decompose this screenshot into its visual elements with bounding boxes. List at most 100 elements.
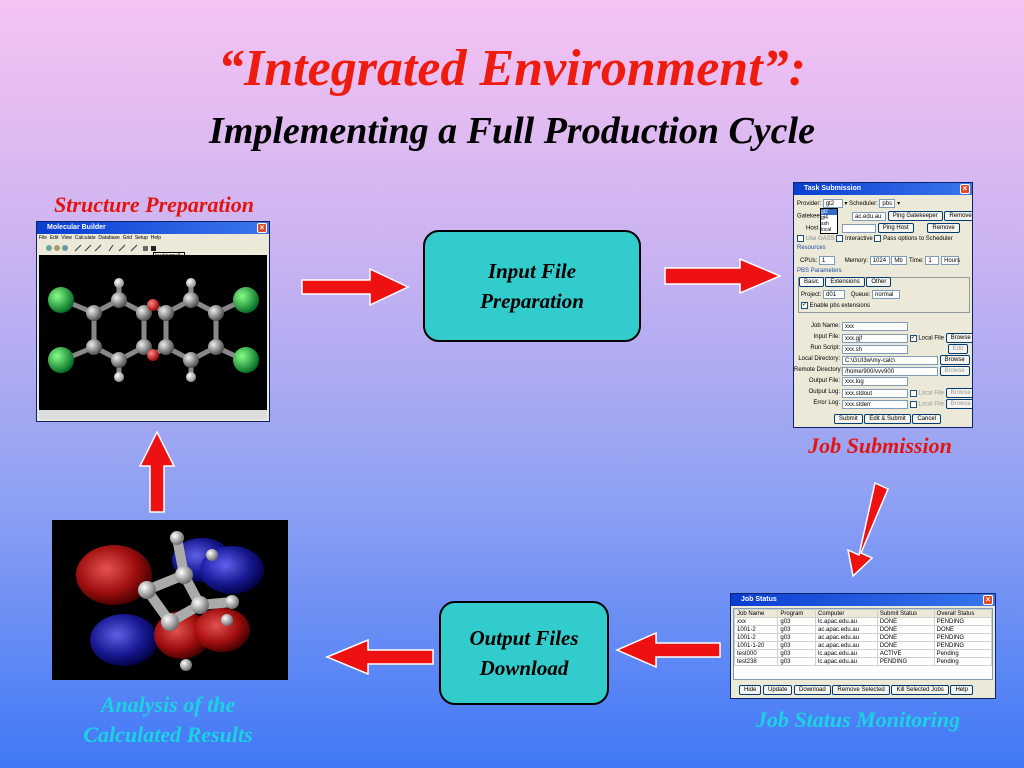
provider-option[interactable]: ssh bbox=[821, 221, 829, 227]
pass-options-checkbox[interactable] bbox=[874, 235, 882, 242]
orbital-render-image bbox=[52, 520, 288, 680]
menu-item[interactable]: View bbox=[61, 235, 72, 241]
provider-option[interactable]: local bbox=[821, 227, 832, 233]
kill-selected-jobs-button[interactable]: Kill Selected Jobs bbox=[891, 685, 949, 695]
tab-basic[interactable]: Basic bbox=[799, 277, 824, 287]
error-log-label: Error Log: bbox=[813, 400, 840, 406]
help-button[interactable]: Help bbox=[950, 685, 973, 695]
output-log-local-checkbox[interactable] bbox=[909, 389, 917, 397]
column-header[interactable]: Computer bbox=[815, 609, 878, 618]
menu-item[interactable]: File bbox=[39, 235, 48, 241]
menu-item[interactable]: Calculate bbox=[74, 235, 96, 241]
toolbar-icons[interactable] bbox=[37, 243, 270, 254]
queue-input[interactable]: normal bbox=[872, 290, 901, 299]
hide-button[interactable]: Hide bbox=[739, 685, 762, 695]
column-header[interactable]: Overall Status bbox=[933, 609, 993, 618]
edit-submit-button[interactable]: Edit & Submit bbox=[864, 414, 911, 424]
molecule-viewport[interactable] bbox=[39, 255, 267, 410]
remote-directory-input[interactable]: /home/900/vvv900 bbox=[842, 366, 938, 376]
molecular-builder-titlebar[interactable]: Molecular Builder × bbox=[37, 222, 269, 234]
output-file-input[interactable]: xxx.log bbox=[842, 377, 908, 386]
ping-host-button[interactable]: Ping Host bbox=[877, 223, 914, 233]
job-status-titlebar[interactable]: Job Status × bbox=[731, 594, 995, 606]
close-icon[interactable]: × bbox=[960, 184, 970, 194]
table-cell: PENDING bbox=[933, 641, 993, 650]
menu-item[interactable]: Help bbox=[150, 235, 161, 241]
job-name-input[interactable]: xxx bbox=[842, 322, 908, 331]
memory-input[interactable]: 1024 bbox=[869, 256, 890, 265]
browse-output-log-button[interactable]: Browse bbox=[945, 388, 972, 398]
provider-option[interactable]: gt2 bbox=[821, 209, 837, 215]
edit-script-button[interactable]: Edit bbox=[947, 344, 969, 354]
project-input[interactable]: d01 bbox=[823, 290, 846, 299]
browse-input-button[interactable]: Browse bbox=[945, 333, 972, 343]
menu-item[interactable]: Edit bbox=[49, 235, 59, 241]
time-input[interactable]: 1 bbox=[925, 256, 940, 265]
interactive-checkbox[interactable] bbox=[836, 235, 844, 242]
provider-select[interactable]: gt2 bbox=[822, 199, 843, 208]
run-script-input[interactable]: xxx.sh bbox=[842, 344, 908, 354]
label-analysis-line1: Analysis of the bbox=[100, 692, 236, 717]
host-input[interactable] bbox=[842, 223, 877, 233]
label-analysis: Analysis of the Calculated Results bbox=[30, 690, 306, 750]
enable-pbs-checkbox[interactable]: ✓ bbox=[801, 302, 808, 309]
error-log-input[interactable]: xxx.stderr bbox=[842, 399, 908, 409]
column-header[interactable]: Submit Status bbox=[876, 609, 935, 618]
arrow-up bbox=[138, 430, 176, 513]
memory-unit-select[interactable]: Mb bbox=[891, 256, 908, 265]
molecular-builder-window: Molecular Builder × File Edit View Calcu… bbox=[36, 221, 270, 422]
chevron-down-icon[interactable]: ▾ bbox=[844, 201, 848, 208]
local-file-checkbox[interactable]: ✓ bbox=[909, 334, 917, 342]
scheduler-select[interactable]: pbs bbox=[879, 199, 896, 208]
gatekeeper-label: Gatekeeper bbox=[797, 213, 829, 220]
input-file-input[interactable]: xxx.gjf bbox=[842, 333, 908, 343]
use-gass-label: Use GASS bbox=[805, 236, 835, 243]
chevron-down-icon[interactable]: ▾ bbox=[897, 201, 901, 208]
cancel-button[interactable]: Cancel bbox=[912, 414, 942, 424]
job-status-table: Job Name Program Computer Submit Status … bbox=[733, 609, 993, 666]
browse-local-dir-button[interactable]: Browse bbox=[939, 355, 970, 365]
menu-item[interactable]: Database bbox=[98, 235, 120, 241]
remove-selected-button[interactable]: Remove Selected bbox=[832, 685, 890, 695]
submit-button[interactable]: Submit bbox=[834, 414, 863, 424]
table-cell: g03 bbox=[777, 617, 817, 626]
remove-host-button[interactable]: Remove bbox=[927, 223, 960, 233]
menu-item[interactable]: Setup bbox=[134, 235, 148, 241]
task-submission-titlebar[interactable]: Task Submission × bbox=[794, 183, 972, 195]
tab-other[interactable]: Other bbox=[866, 277, 892, 287]
use-gass-checkbox[interactable] bbox=[797, 235, 804, 242]
tab-extensions[interactable]: Extensions bbox=[825, 277, 865, 287]
cpus-input[interactable]: 1 bbox=[819, 256, 836, 265]
enable-pbs-label: Enable pbs extensions bbox=[809, 303, 871, 310]
browse-error-log-button[interactable]: Browse bbox=[945, 399, 972, 409]
remove-gatekeeper-button[interactable]: Remove bbox=[944, 211, 972, 221]
output-files-download-box: Output Files Download bbox=[439, 601, 609, 705]
download-button[interactable]: Download bbox=[794, 685, 831, 695]
gatekeeper-input[interactable]: ac.edu.au bbox=[852, 211, 887, 221]
update-button[interactable]: Update bbox=[763, 685, 793, 695]
close-icon[interactable]: × bbox=[257, 223, 267, 233]
horizontal-scrollbar[interactable] bbox=[39, 410, 267, 419]
column-header[interactable]: Job Name bbox=[733, 609, 779, 618]
table-cell: g03 bbox=[777, 633, 817, 642]
table-cell: xxx bbox=[733, 617, 779, 626]
column-header[interactable]: Program bbox=[777, 609, 817, 618]
close-icon[interactable]: × bbox=[983, 595, 993, 605]
arrow-right-1 bbox=[301, 267, 410, 307]
interactive-label: Interactive bbox=[845, 236, 873, 243]
error-log-local-checkbox[interactable] bbox=[909, 400, 917, 408]
output-log-input[interactable]: xxx.stdout bbox=[842, 388, 908, 398]
provider-dropdown-list[interactable]: gt2 gt4 ssh local bbox=[820, 208, 838, 234]
browse-remote-dir-button[interactable]: Browse bbox=[939, 366, 970, 376]
local-directory-input[interactable]: C:\GUI3w\my-calc\ bbox=[842, 355, 938, 365]
ping-gatekeeper-button[interactable]: Ping Gatekeeper bbox=[887, 211, 943, 221]
provider-option[interactable]: gt4 bbox=[821, 215, 828, 221]
time-unit-select[interactable]: Hours bbox=[941, 256, 960, 265]
menu-item[interactable]: Grid bbox=[122, 235, 133, 241]
